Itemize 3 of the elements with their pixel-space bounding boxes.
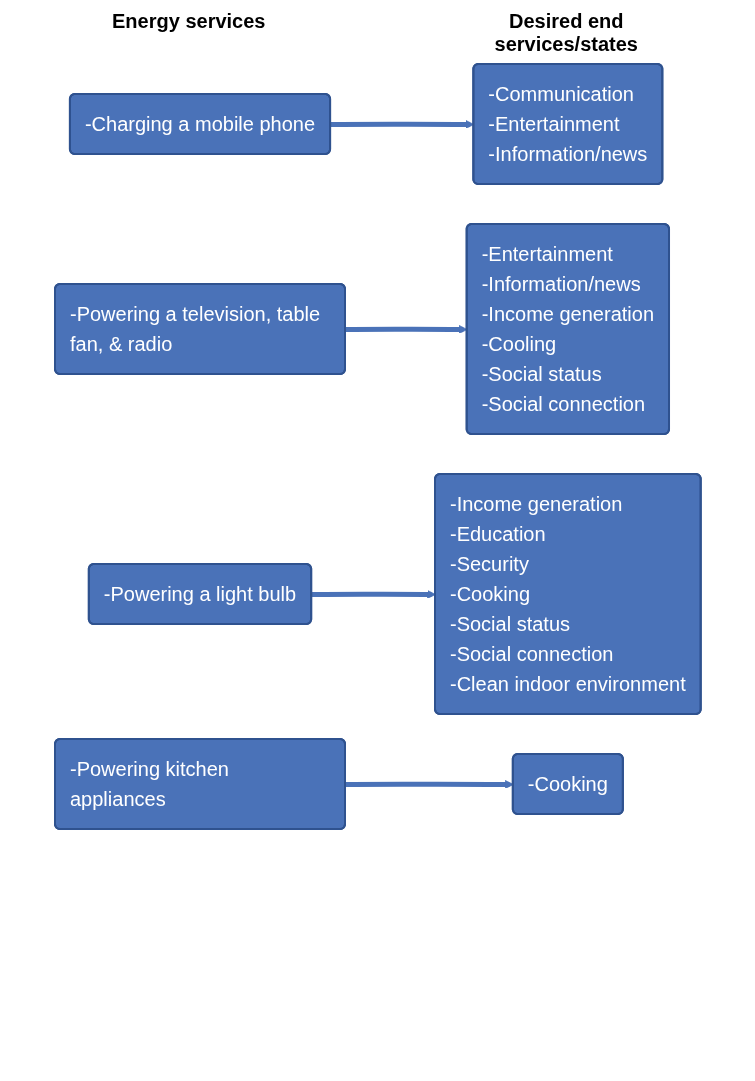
- column-heading: Energy services: [111, 10, 267, 34]
- arrow: [330, 120, 474, 129]
- column-heading: Desired end services/states: [493, 10, 639, 56]
